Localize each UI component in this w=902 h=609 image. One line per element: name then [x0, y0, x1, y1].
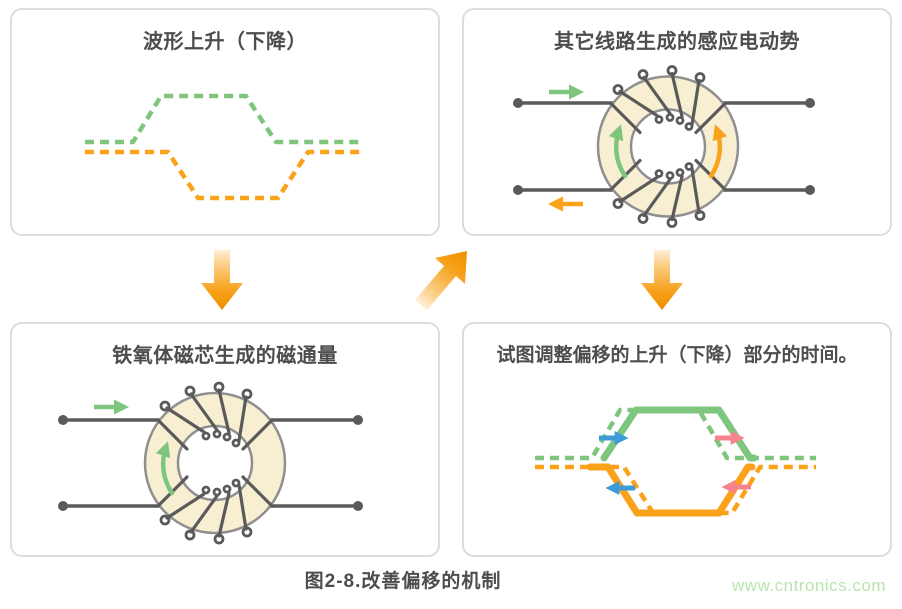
green-dashed-original [535, 407, 816, 461]
green-solid-adjusted [600, 406, 758, 462]
watermark-text: www.cntronics.com [732, 576, 886, 595]
panel-timing-adjust: 试图调整偏移的上升（下降）部分的时间。 [462, 322, 892, 557]
orange-dashed-original [535, 464, 816, 516]
panel-title-induced-emf: 其它线路生成的感应电动势 [554, 31, 800, 53]
flux-up-arrow-green [608, 124, 628, 179]
down-arrow-icon [201, 250, 243, 310]
panel-waveform: 波形上升（下降） [10, 8, 440, 236]
panel-title-ferrite-flux: 铁氧体磁芯生成的磁通量 [112, 345, 338, 367]
waveform-pair-skewed [85, 93, 363, 201]
green-dashed-waveform [85, 93, 363, 145]
orange-dashed-waveform [85, 149, 363, 201]
up-right-arrow-icon [415, 251, 467, 310]
flow-arrows [201, 250, 683, 310]
common-mode-choke-emf [513, 64, 815, 229]
flux-up-arrow-orange [708, 124, 728, 179]
panel-title-timing-adjust: 试图调整偏移的上升（下降）部分的时间。 [496, 345, 858, 366]
down-arrow-icon [641, 250, 683, 310]
waveform-pair-adjusted [535, 406, 816, 517]
toroid-core [596, 64, 740, 229]
toroid-core [143, 381, 287, 545]
orange-solid-adjusted [586, 463, 756, 517]
flux-up-arrow-green [155, 441, 175, 496]
ferrite-core-flux [58, 381, 363, 545]
panel-title-waveform: 波形上升（下降） [143, 31, 307, 53]
figure-caption: 图2-8.改善偏移的机制 [304, 571, 502, 592]
